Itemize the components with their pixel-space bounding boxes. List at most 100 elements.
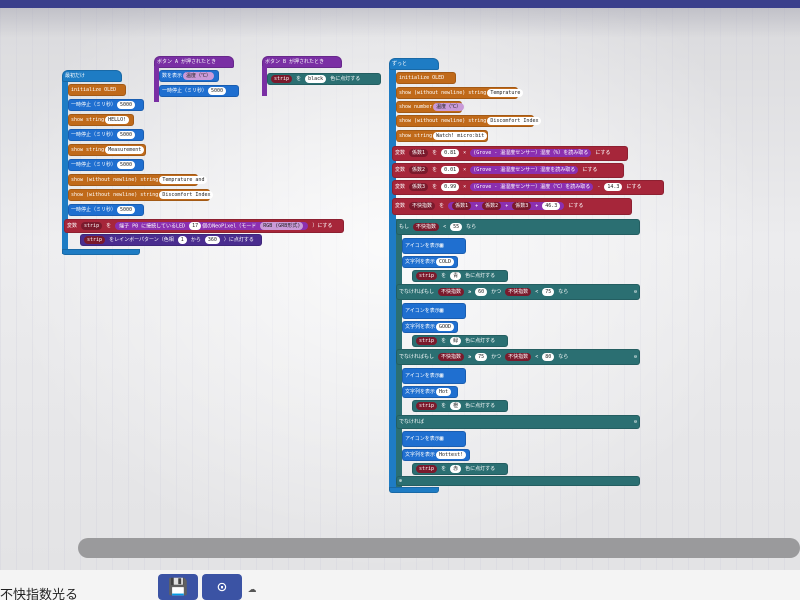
var-reporter[interactable]: 不快指数: [413, 222, 440, 231]
compare-value[interactable]: 60: [475, 287, 488, 296]
hue-from[interactable]: 1: [177, 235, 187, 244]
show-color-block[interactable]: strip を 赤 色に点灯する: [412, 463, 508, 475]
show-icon-block[interactable]: アイコンを表示▦: [402, 431, 466, 447]
var-reporter[interactable]: 係数1: [452, 201, 472, 210]
minus-circle-icon[interactable]: ⊖: [633, 419, 637, 425]
compare-value[interactable]: 80: [542, 352, 555, 361]
set-index-block[interactable]: 変数 不快指数 を 係数1 + 係数2 + 係数3 + 46.3 にする: [392, 198, 632, 215]
show-number-block[interactable]: 数を表示温度（℃）: [159, 70, 219, 82]
save-button[interactable]: 💾: [158, 574, 198, 600]
horizontal-scrollbar[interactable]: [78, 538, 800, 558]
button-a-header[interactable]: ボタン A が押されたとき: [154, 56, 234, 68]
pause-value[interactable]: 5000: [117, 130, 136, 139]
pause-block[interactable]: 一時停止（ミリ秒）5000: [68, 129, 144, 141]
pause-block[interactable]: 一時停止（ミリ秒）5000: [68, 204, 144, 216]
set-coef3-block[interactable]: 変数 係数3 を 0.99 × (Grove - 温湿度センサー）温度（℃）を読…: [392, 180, 664, 195]
string-value[interactable]: HELLO!: [105, 115, 130, 124]
compare-value[interactable]: 55: [450, 222, 463, 231]
color-dropdown[interactable]: 緑: [450, 336, 462, 345]
string-value[interactable]: Discomfort Index: [487, 116, 542, 125]
color-dropdown[interactable]: black: [305, 74, 327, 83]
strip-var-dropdown[interactable]: strip: [416, 271, 438, 280]
sensor-reporter[interactable]: (Grove - 温湿度センサー）湿度（%）を読み取る: [470, 148, 592, 157]
set-coef2-block[interactable]: 変数 係数2 を 0.01 × (Grove - 温湿度センサー）湿度を読み取る…: [392, 163, 624, 178]
rainbow-block[interactable]: strip をレインボーパターン（色相 1 から 360 ）に点灯する: [80, 234, 262, 246]
elseif-block-2[interactable]: でなければもし 不快指数 ≥ 75 かつ 不快指数 < 80 なら ⊖: [396, 349, 640, 365]
compare-op[interactable]: <: [535, 354, 539, 360]
elseif-block-1[interactable]: でなければもし 不快指数 ≥ 60 かつ 不快指数 < 75 なら ⊖: [396, 284, 640, 300]
string-value[interactable]: COLD: [436, 257, 455, 266]
var-reporter[interactable]: 不快指数: [438, 287, 465, 296]
coef-value[interactable]: 0.81: [441, 148, 460, 157]
pause-block[interactable]: 一時停止（ミリ秒）5000: [68, 99, 144, 111]
coef-value[interactable]: 0.01: [441, 165, 460, 174]
strip-var-dropdown[interactable]: strip: [271, 74, 293, 83]
var-dropdown[interactable]: 係数2: [409, 165, 429, 174]
if-footer[interactable]: ⊕: [396, 476, 640, 486]
number-value[interactable]: 温度（℃）: [433, 102, 465, 111]
var-reporter[interactable]: 不快指数: [438, 352, 465, 361]
string-value[interactable]: Temprature and: [159, 175, 208, 184]
var-dropdown[interactable]: 係数3: [409, 182, 429, 191]
string-value[interactable]: Watch! micro:bit: [433, 131, 488, 140]
sum-expression[interactable]: 係数1 + 係数2 + 係数3 + 46.3: [448, 201, 565, 210]
string-value[interactable]: Temprature: [487, 88, 524, 97]
show-icon-block[interactable]: アイコンを表示▦: [402, 238, 466, 254]
compare-op[interactable]: ≥: [468, 289, 472, 295]
string-value[interactable]: Hottest!: [436, 450, 467, 459]
strip-var-dropdown[interactable]: strip: [84, 235, 106, 244]
minus-circle-icon[interactable]: ⊖: [633, 289, 637, 295]
set-coef1-block[interactable]: 変数 係数1 を 0.81 × (Grove - 温湿度センサー）湿度（%）を読…: [392, 146, 628, 161]
sensor-reporter[interactable]: (Grove - 温湿度センサー）温度（℃）を読み取る: [470, 182, 594, 191]
show-icon-block[interactable]: アイコンを表示▦: [402, 368, 466, 384]
init-oled-block[interactable]: initialize OLED: [396, 72, 456, 84]
offset-value[interactable]: 14.3: [604, 182, 623, 191]
compare-op[interactable]: <: [535, 289, 539, 295]
var-dropdown[interactable]: 不快指数: [409, 201, 436, 210]
pause-value[interactable]: 5000: [117, 160, 136, 169]
var-reporter[interactable]: 係数2: [482, 201, 502, 210]
pause-value[interactable]: 5000: [117, 205, 136, 214]
icon-picker[interactable]: ▦: [439, 372, 444, 379]
compare-op[interactable]: ≥: [468, 354, 472, 360]
pause-block[interactable]: 一時停止（ミリ秒）5000: [159, 85, 239, 97]
sensor-reporter[interactable]: (Grove - 温湿度センサー）湿度を読み取る: [470, 165, 579, 174]
compare-value[interactable]: 75: [542, 287, 555, 296]
icon-picker[interactable]: ▦: [439, 435, 444, 442]
if-block[interactable]: もし 不快指数 < 55 なら: [396, 219, 640, 235]
forever-header[interactable]: ずっと: [389, 58, 439, 70]
pause-block[interactable]: 一時停止（ミリ秒）5000: [68, 159, 144, 171]
coef-value[interactable]: 0.99: [441, 182, 460, 191]
var-reporter[interactable]: 不快指数: [505, 352, 532, 361]
pause-value[interactable]: 5000: [117, 100, 136, 109]
compare-value[interactable]: 75: [475, 352, 488, 361]
number-value[interactable]: 温度（℃）: [183, 71, 215, 80]
show-color-block[interactable]: strip を 青 色に点灯する: [412, 270, 508, 282]
var-reporter[interactable]: 不快指数: [505, 287, 532, 296]
string-value[interactable]: Measurement: [105, 145, 145, 154]
button-b-header[interactable]: ボタン B が押されたとき: [262, 56, 342, 68]
compare-op[interactable]: <: [443, 224, 447, 230]
constant-value[interactable]: 46.3: [542, 201, 561, 210]
icon-picker[interactable]: ▦: [439, 307, 444, 314]
plus-circle-icon[interactable]: ⊕: [399, 478, 403, 484]
cloud-icon[interactable]: ☁: [248, 580, 257, 596]
string-value[interactable]: GOOD: [436, 322, 455, 331]
string-value[interactable]: Discomfort Index: [159, 190, 214, 199]
minus-circle-icon[interactable]: ⊖: [633, 354, 637, 360]
pause-value[interactable]: 5000: [208, 86, 227, 95]
